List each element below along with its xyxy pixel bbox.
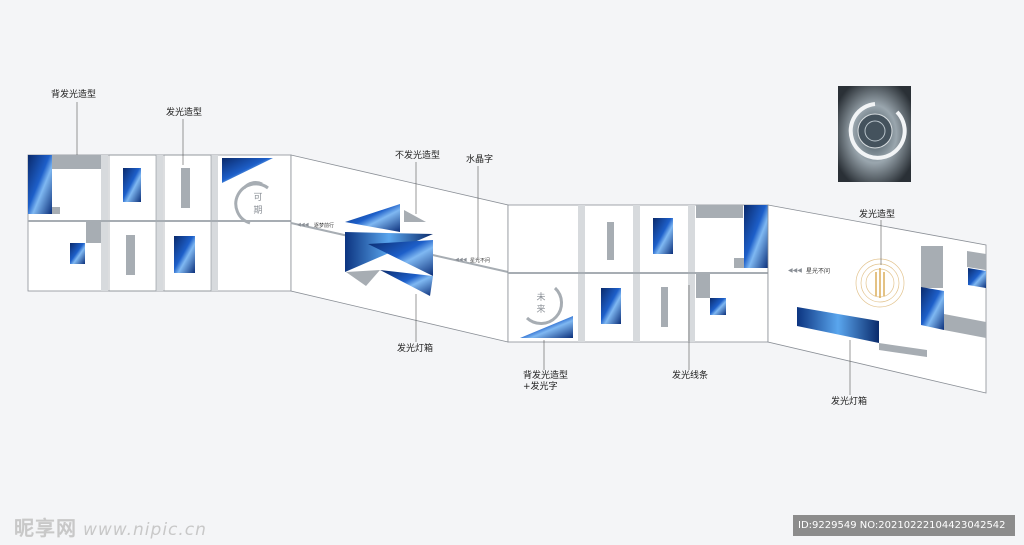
blue-triangle-1: [222, 158, 273, 183]
wall-panel-slant-2: ◀◀◀ 星光不问: [767, 204, 987, 394]
svg-text:◀◀◀: ◀◀◀: [455, 257, 467, 263]
concentric-logo: [855, 258, 905, 308]
slogan-1: 逐梦前行: [314, 222, 334, 229]
blue-image-edge: [744, 205, 768, 268]
lightbox-horizontal: [797, 307, 879, 343]
watermark: 昵享网 www.nipic.cn: [14, 512, 207, 541]
slogan-3: 星光不问: [806, 267, 830, 275]
ring-logo-1: 可 期: [234, 181, 269, 225]
callout-non-lit-shape: 不发光造型: [395, 151, 441, 161]
ring-logo-2: 未 来: [525, 286, 563, 325]
callout-light-strip: 发光线条: [672, 371, 709, 381]
blue-image-small: [70, 243, 85, 264]
blue-image-lit-1: [123, 168, 141, 202]
callout-lit-shape-1: 发光造型: [166, 108, 203, 118]
leader-lines: [76, 102, 882, 395]
lightbox-triangle-d: [380, 270, 433, 296]
blue-image-lit-2: [174, 236, 195, 273]
image-id-bar: ID:9229549 NO:20210222104423042542: [793, 515, 1015, 536]
callout-crystal-text: 水晶字: [466, 155, 494, 165]
ring1-bottom-char: 期: [253, 205, 262, 216]
callout-back-lit-text-1: 背发光造型: [523, 371, 569, 381]
ring2-top-char: 未: [536, 291, 545, 303]
lightbox-triangle-c: [368, 240, 433, 276]
wall-panel-left: 可 期: [27, 154, 292, 292]
blue-image-lit-5: [921, 287, 944, 330]
lit-shape-photo: [838, 86, 911, 182]
callout-lightbox-1: 发光灯箱: [397, 344, 434, 354]
callout-back-lit-text-2: +发光字: [523, 382, 558, 392]
wall-panel-slant-1: ◀◀◀ 逐梦前行 ◀◀◀ 星光不问: [290, 154, 509, 343]
slogan-2: 星光不问: [470, 257, 490, 264]
blue-image-lit-4: [601, 288, 621, 324]
blue-image-small-2: [710, 298, 726, 315]
watermark-url: www.nipic.cn: [83, 520, 207, 540]
svg-text:◀◀◀: ◀◀◀: [297, 222, 309, 228]
wall-panel-middle: 未 来: [507, 204, 769, 343]
ring1-top-char: 可: [253, 192, 262, 203]
callout-back-lit-shape: 背发光造型: [51, 90, 97, 100]
ring2-bottom-char: 来: [536, 304, 545, 315]
callout-lightbox-2: 发光灯箱: [831, 397, 868, 407]
watermark-brand: 昵享网: [14, 516, 77, 540]
callout-lit-shape-2: 发光造型: [859, 210, 896, 220]
blue-triangle-2: [520, 316, 573, 338]
blue-image-lit-3: [653, 218, 673, 254]
svg-text:◀◀◀: ◀◀◀: [788, 267, 802, 274]
lightbox-triangle-a: [345, 204, 400, 232]
blue-image-back-lit: [28, 155, 52, 214]
